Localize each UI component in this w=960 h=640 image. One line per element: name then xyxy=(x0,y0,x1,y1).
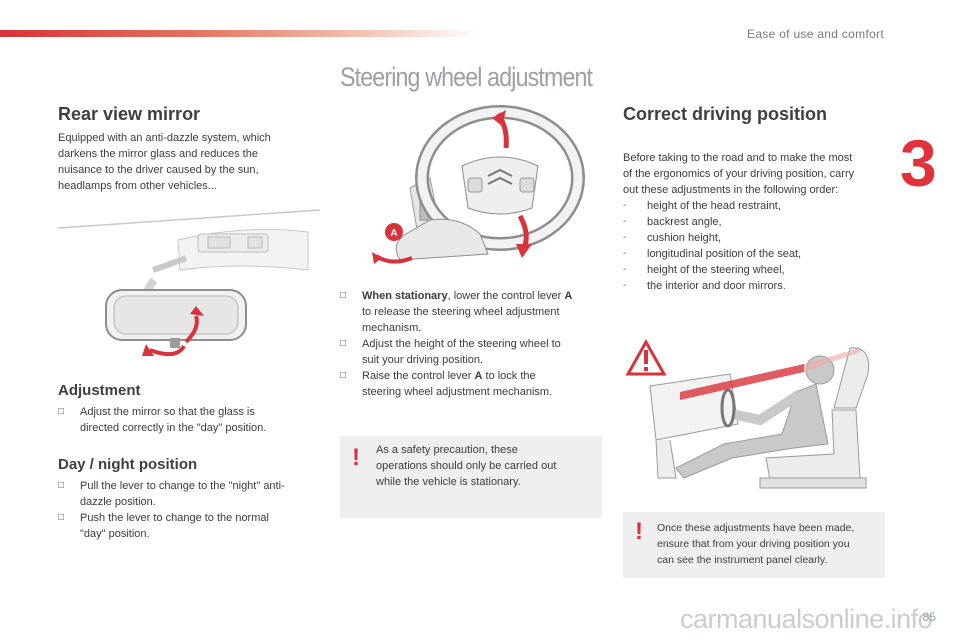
warning-icon: ! xyxy=(635,518,643,545)
item-line: dazzle position. xyxy=(80,496,156,508)
steering-wheel-illustration: A xyxy=(372,105,585,264)
mirror-intro-line: headlamps from other vehicles... xyxy=(58,180,217,192)
lever-ref: A xyxy=(564,290,573,302)
order-text: height of the head restraint, xyxy=(647,200,781,212)
warning-text: As a safety precaution, these operations… xyxy=(376,442,596,490)
driving-position-heading: Correct driving position xyxy=(623,104,828,124)
order-item: - height of the steering wheel, xyxy=(623,262,893,278)
day-night-list: □ Pull the lever to change to the "night… xyxy=(58,478,318,542)
step-item: □ Raise the control lever A to lock the … xyxy=(340,368,602,400)
warning-line: can see the instrument panel clearly. xyxy=(657,554,828,566)
item-line: Adjust the mirror so that the glass is xyxy=(80,406,255,418)
warning-line: As a safety precaution, these xyxy=(376,444,518,456)
order-item: - cushion height, xyxy=(623,230,893,246)
header-accent-bar xyxy=(0,30,480,37)
order-text: cushion height, xyxy=(647,232,721,244)
day-night-item: □ Pull the lever to change to the "night… xyxy=(58,478,318,510)
item-line: "day" position. xyxy=(80,528,150,540)
rear-view-mirror-illustration xyxy=(57,209,321,357)
mirror-intro: Equipped with an anti-dazzle system, whi… xyxy=(58,130,308,194)
rear-view-mirror-heading: Rear view mirror xyxy=(58,104,201,124)
page-number: 85 xyxy=(922,610,936,624)
warning-line: ensure that from your driving position y… xyxy=(657,538,850,550)
intro-line: out these adjustments in the following o… xyxy=(623,184,839,196)
order-item: - backrest angle, xyxy=(623,214,893,230)
adjustment-item: □ Adjust the mirror so that the glass is… xyxy=(58,404,318,436)
step-text: to lock the xyxy=(482,370,536,382)
step-item: □ Adjust the height of the steering whee… xyxy=(340,336,602,368)
checkbox-bullet-icon: □ xyxy=(340,370,347,381)
warning-line: Once these adjustments have been made, xyxy=(657,522,855,534)
lever-ref: A xyxy=(474,370,483,382)
position-warning-box: ! Once these adjustments have been made,… xyxy=(623,512,885,578)
adjustment-list: □ Adjust the mirror so that the glass is… xyxy=(58,404,318,436)
checkbox-bullet-icon: □ xyxy=(58,512,65,523)
order-text: height of the steering wheel, xyxy=(647,264,785,276)
step-text: , lower the control lever xyxy=(447,290,565,302)
page-title: Steering wheel adjustment xyxy=(340,62,593,92)
checkbox-bullet-icon: □ xyxy=(340,290,347,301)
warning-triangle-icon xyxy=(625,338,667,376)
driving-position-intro: Before taking to the road and to make th… xyxy=(623,150,893,198)
dash-bullet: - xyxy=(623,232,627,243)
mirror-intro-line: nuisance to the driver caused by the sun… xyxy=(58,164,259,176)
figure-label-a: A xyxy=(390,228,397,239)
section-title: Ease of use and comfort xyxy=(747,27,884,41)
day-night-item: □ Push the lever to change to the normal… xyxy=(58,510,318,542)
item-line: Pull the lever to change to the "night" … xyxy=(80,480,285,492)
warning-icon: ! xyxy=(352,444,360,471)
item-line: to release the steering wheel adjustment xyxy=(362,306,560,318)
warning-line: while the vehicle is stationary. xyxy=(376,476,521,488)
order-text: backrest angle, xyxy=(647,216,722,228)
day-night-heading: Day / night position xyxy=(58,456,198,473)
chapter-number: 3 xyxy=(900,126,937,200)
mirror-intro-line: Equipped with an anti-dazzle system, whi… xyxy=(58,132,271,144)
checkbox-bullet-icon: □ xyxy=(58,406,65,417)
item-line: When stationary, lower the control lever… xyxy=(362,288,602,304)
driving-position-illustration xyxy=(625,338,870,489)
adjustment-heading: Adjustment xyxy=(58,382,141,399)
steering-steps: □ When stationary, lower the control lev… xyxy=(340,288,602,400)
item-line: steering wheel adjustment mechanism. xyxy=(362,386,553,398)
dash-bullet: - xyxy=(623,280,627,291)
dash-bullet: - xyxy=(623,200,627,211)
dash-bullet: - xyxy=(623,216,627,227)
mirror-intro-line: darkens the mirror glass and reduces the xyxy=(58,148,258,160)
checkbox-bullet-icon: □ xyxy=(340,338,347,349)
order-text: longitudinal position of the seat, xyxy=(647,248,802,260)
order-text: the interior and door mirrors. xyxy=(647,280,786,292)
dash-bullet: - xyxy=(623,264,627,275)
item-line: mechanism. xyxy=(362,322,422,334)
watermark: carmanualsonline.info xyxy=(680,604,933,634)
order-item: - longitudinal position of the seat, xyxy=(623,246,893,262)
item-line: Raise the control lever A to lock the xyxy=(362,368,602,384)
checkbox-bullet-icon: □ xyxy=(58,480,65,491)
safety-warning-box: ! As a safety precaution, these operatio… xyxy=(340,436,602,518)
intro-line: Before taking to the road and to make th… xyxy=(623,152,853,164)
warning-text: Once these adjustments have been made, e… xyxy=(657,520,881,568)
item-line: directed correctly in the "day" position… xyxy=(80,422,267,434)
item-line: Push the lever to change to the normal xyxy=(80,512,269,524)
step-text: Raise the control lever xyxy=(362,370,475,382)
adjustment-order-list: - height of the head restraint, - backrest… xyxy=(623,198,893,294)
dash-bullet: - xyxy=(623,248,627,259)
order-item: - height of the head restraint, xyxy=(623,198,893,214)
item-line: suit your driving position. xyxy=(362,354,484,366)
item-line: Adjust the height of the steering wheel … xyxy=(362,338,561,350)
step-item: □ When stationary, lower the control lev… xyxy=(340,288,602,336)
intro-line: of the ergonomics of your driving positi… xyxy=(623,168,855,180)
step-bold: When stationary xyxy=(362,290,448,302)
warning-line: operations should only be carried out xyxy=(376,460,557,472)
order-item: - the interior and door mirrors. xyxy=(623,278,893,294)
